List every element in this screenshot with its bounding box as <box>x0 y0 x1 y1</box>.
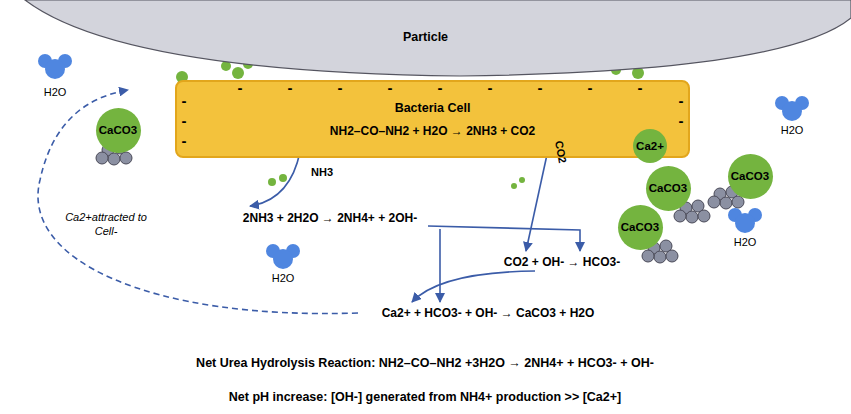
charge-sign: - <box>488 80 493 95</box>
net-reaction: Net Urea Hydrolysis Reaction: NH2–CO–NH2… <box>196 356 654 370</box>
green-dot <box>511 183 517 189</box>
equation: CO2 + OH- → HCO3- <box>504 255 620 269</box>
crystal-circle: CaCO3 <box>96 108 141 153</box>
node-label: Ca2+ <box>636 140 664 152</box>
crystal-grain <box>686 211 698 223</box>
equation: 2NH3 + 2H2O → 2NH4+ + 2OH- <box>243 211 417 225</box>
water-label: H2O <box>272 272 295 284</box>
charge-sign: - <box>182 93 187 108</box>
crystal-grain <box>96 152 108 164</box>
charge-sign: - <box>388 80 393 95</box>
green-dot <box>232 67 244 79</box>
atom <box>782 101 802 121</box>
node-label: CaCO3 <box>649 182 687 194</box>
crystal-grain <box>642 250 654 262</box>
crystal-grain <box>720 197 732 209</box>
crystal-grain <box>666 250 678 262</box>
water-molecules <box>38 54 809 269</box>
molecule-label: NH3 <box>311 166 333 178</box>
nh3-arrow <box>250 152 300 206</box>
charge-sign: - <box>438 80 443 95</box>
water-molecule <box>775 96 809 121</box>
crystal-grain <box>120 152 132 164</box>
equation-text: NH2–CO–NH2 + H2O → 2NH3 + CO2 <box>330 124 535 138</box>
water-molecule <box>728 208 762 233</box>
node-label: CaCO3 <box>731 170 769 182</box>
crystal-grain <box>674 210 686 222</box>
bacteria-cell: Bacteria CellNH2–CO–NH2 + H2O → 2NH3 + C… <box>175 80 690 158</box>
equation: Ca2+ + HCO3- + OH- → CaCO3 + H2O <box>382 306 595 320</box>
oh-down-arrow <box>439 229 441 302</box>
node-label: Bacteria Cell <box>395 101 471 115</box>
water-molecule <box>266 244 300 269</box>
charge-sign: - <box>638 80 643 95</box>
charge-sign: - <box>588 80 593 95</box>
charge-sign: - <box>538 80 543 95</box>
crystal-grain <box>708 196 720 208</box>
note: Ca2+attracted to Cell- <box>63 210 149 239</box>
water-label: H2O <box>781 124 804 136</box>
green-dot <box>268 178 276 186</box>
net-reaction: Net pH increase: [OH-] generated from NH… <box>229 390 621 404</box>
atom <box>735 213 755 233</box>
crystal-grain <box>698 210 710 222</box>
co2-arrow <box>526 150 548 251</box>
crystal-grain <box>654 251 666 263</box>
ion-circle: Ca2+ <box>633 129 667 163</box>
crystal-grain <box>108 153 120 165</box>
atom <box>273 249 293 269</box>
water-label: H2O <box>44 86 67 98</box>
charge-sign: - <box>238 80 243 95</box>
charge-sign: - <box>288 80 293 95</box>
crystal-circle: CaCO3 <box>618 205 663 250</box>
particle-shape: Particle <box>0 0 851 78</box>
charge-sign: - <box>338 80 343 95</box>
crystal-grain <box>732 196 744 208</box>
green-dot <box>279 174 287 182</box>
crystal-circle: CaCO3 <box>728 154 773 199</box>
oh-arrow <box>428 226 580 251</box>
crystal-circle: CaCO3 <box>646 166 691 211</box>
water-label: H2O <box>734 236 757 248</box>
charge-sign: - <box>679 113 684 128</box>
green-dot <box>519 177 525 183</box>
atom <box>45 59 65 79</box>
hco3-arrow <box>412 271 535 302</box>
node-label: Particle <box>403 30 448 78</box>
charge-sign: - <box>182 113 187 128</box>
charge-sign: - <box>679 93 684 108</box>
water-molecule <box>38 54 72 79</box>
node-label: CaCO3 <box>621 221 659 233</box>
charge-sign: - <box>182 133 187 148</box>
node-label: CaCO3 <box>99 124 137 136</box>
